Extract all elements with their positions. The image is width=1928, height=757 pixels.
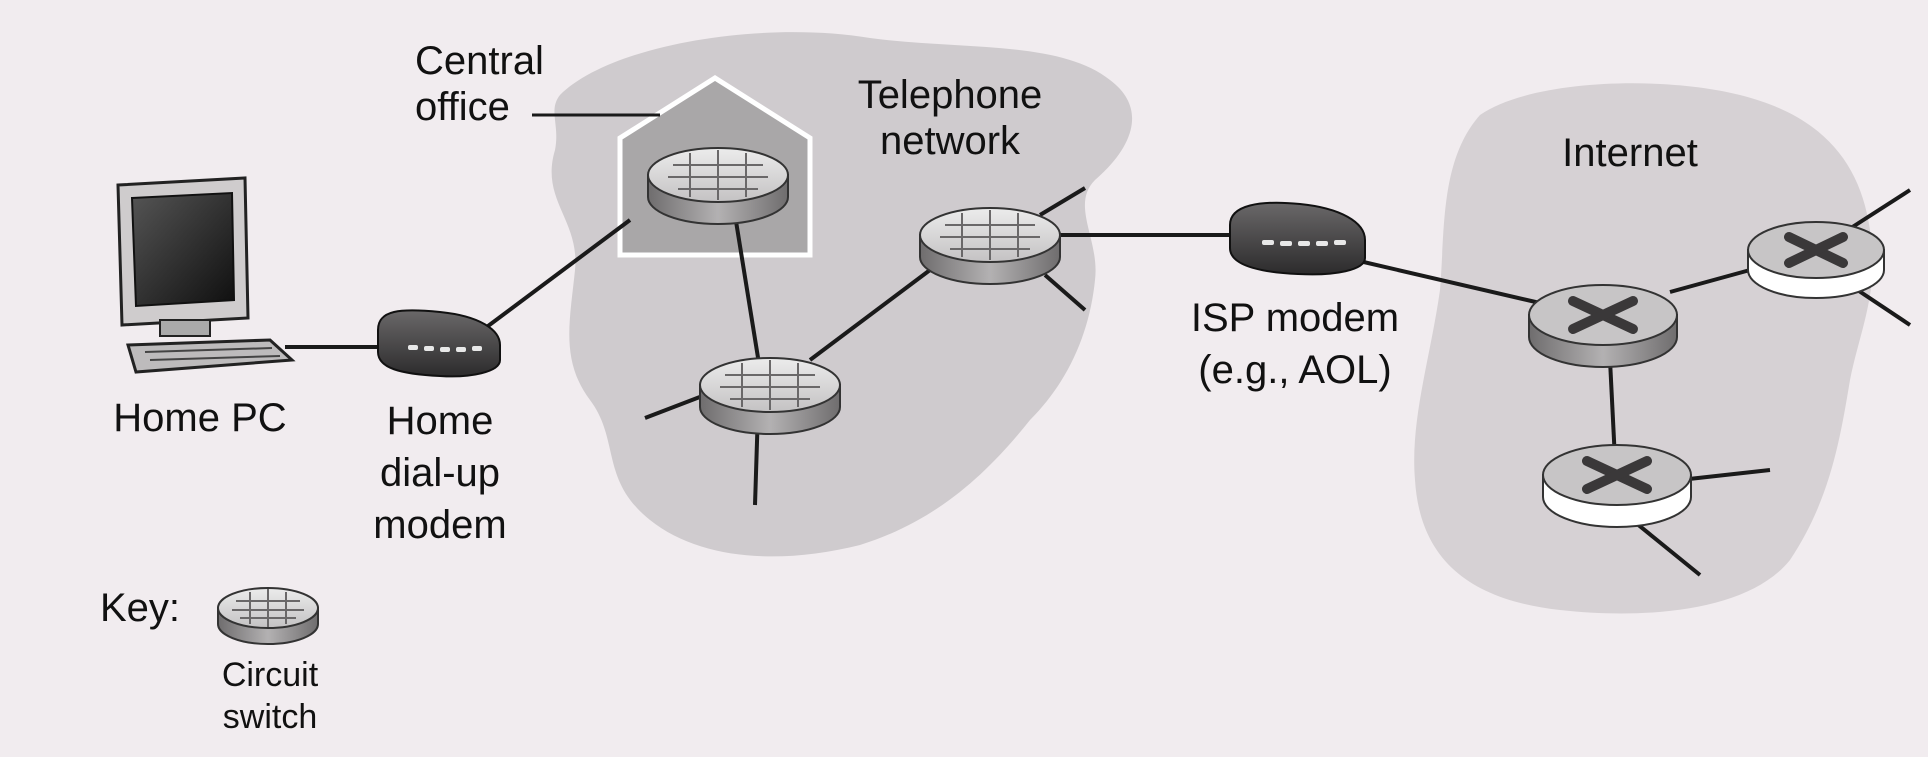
circuit-switch-central <box>647 147 789 225</box>
link-central-switch2 <box>733 214 762 371</box>
stub <box>644 393 706 420</box>
home-pc-label: Home PC <box>113 396 287 440</box>
home-pc-icon <box>116 176 296 374</box>
isp-modem-icon <box>1229 201 1366 276</box>
telephone-network-line-2: network <box>879 119 1021 163</box>
router-internet-3 <box>1542 444 1692 528</box>
isp-modem-label: ISP modem (e.g., AOL) <box>1160 292 1430 396</box>
stub <box>1679 468 1771 482</box>
central-office-label: Central office <box>415 38 544 130</box>
telephone-network-line-1: Telephone <box>857 73 1043 117</box>
central-office-line-2: office <box>415 85 510 129</box>
telephone-network-label: Telephone network <box>835 72 1065 164</box>
home-modem-line-2: dial-up <box>379 451 501 495</box>
link-switch2-switch3 <box>808 268 932 362</box>
stub <box>1043 273 1087 312</box>
home-modem-icon <box>377 309 501 378</box>
key-circuit-switch-icon <box>217 587 319 645</box>
link-isp-router1 <box>1354 258 1541 305</box>
key-title: Key: <box>100 586 181 630</box>
router-internet-1 <box>1528 284 1678 368</box>
isp-modem-line-1: ISP modem <box>1190 296 1400 340</box>
home-modem-line-1: Home <box>386 399 494 443</box>
central-office-line-1: Central <box>415 39 544 83</box>
links <box>285 186 1912 577</box>
internet-label: Internet <box>1562 131 1698 175</box>
isp-modem-line-2: (e.g., AOL) <box>1198 348 1392 392</box>
link-router1-router2 <box>1669 268 1751 294</box>
circuit-switch-telephone-2 <box>699 357 841 435</box>
key-label-line-2: switch <box>222 698 318 736</box>
key-circuit-switch-label: Circuit switch <box>205 654 335 738</box>
stub <box>1038 186 1087 217</box>
link-router1-router3 <box>1608 359 1617 461</box>
home-modem-label: Home dial-up modem <box>340 395 540 551</box>
circuit-switch-telephone-3 <box>919 207 1061 285</box>
router-internet-2 <box>1747 221 1885 299</box>
home-modem-line-3: modem <box>373 503 507 547</box>
key-label-line-1: Circuit <box>221 656 319 694</box>
link-modem-central <box>478 218 632 334</box>
